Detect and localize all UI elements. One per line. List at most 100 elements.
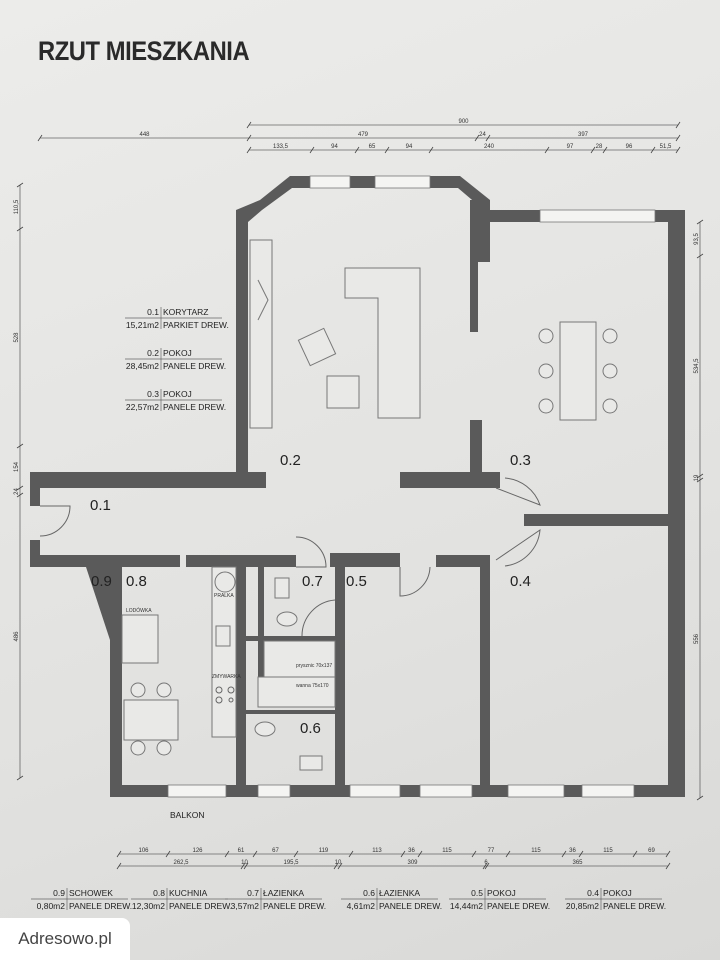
wall: [30, 555, 180, 567]
legend-floor-type: PANELE DREW.: [603, 901, 666, 911]
dimension-tick: [246, 134, 252, 142]
dimension-label: 119: [319, 848, 329, 854]
legend-room-name: POKOJ: [163, 348, 192, 358]
door-swing: [495, 528, 541, 567]
coffee-table: [326, 375, 360, 409]
dimension-label: 365: [572, 860, 583, 866]
window: [257, 784, 291, 798]
dimension-label: 534,5: [694, 358, 700, 374]
dimension-label: 51,5: [660, 144, 672, 150]
dimension-label: 309: [407, 860, 418, 866]
dimension-tick: [243, 862, 249, 870]
dimension-label: 110,5: [14, 199, 20, 214]
dimension-tick: [590, 146, 596, 154]
dimension-label: 154: [14, 461, 20, 472]
dimension-tick: [471, 850, 477, 858]
dimension-tick: [16, 775, 24, 781]
dimension-tick: [696, 795, 704, 801]
dimension-label: 528: [14, 332, 20, 343]
door-swing: [495, 477, 541, 506]
room-label: 0.3: [510, 452, 531, 469]
dimension-label: 93,5: [694, 233, 700, 245]
window: [419, 784, 473, 798]
dimension-label: 6: [484, 860, 488, 866]
legend-room-number: 0.4: [587, 888, 599, 898]
dimension-label: 115: [442, 848, 452, 854]
dimension-label: 77: [488, 848, 495, 854]
dimension-tick: [16, 492, 24, 498]
dimension-label: 115: [531, 848, 541, 854]
dimension-tick: [165, 850, 171, 858]
wall: [236, 210, 248, 488]
wall: [246, 636, 336, 641]
legend-floor-type: PANELE DREW.: [163, 402, 226, 412]
dimension-label: 24: [14, 488, 20, 495]
wall: [30, 540, 40, 565]
washer: [214, 571, 236, 593]
dimension-tick: [400, 850, 406, 858]
legend-room-number: 0.1: [147, 307, 159, 317]
room-label: 0.9: [91, 573, 112, 590]
dimension-tick: [665, 850, 671, 858]
wall: [668, 210, 685, 797]
wall: [335, 567, 345, 797]
legend-room-area: 4,61m2: [347, 901, 376, 911]
kitchen-chairs: [130, 682, 172, 756]
dimension-label: 900: [458, 119, 469, 125]
dimension-tick: [650, 146, 656, 154]
wall: [470, 262, 478, 332]
wall: [30, 472, 266, 488]
legend-room-name: KUCHNIA: [169, 888, 208, 898]
legend-floor-type: PANELE DREW.: [69, 901, 132, 911]
dimension-tick: [696, 253, 704, 259]
legend-room-area: 12,30m2: [132, 901, 165, 911]
legend-room-area: 28,45m2: [126, 361, 159, 371]
dimension-label: 556: [694, 633, 700, 644]
dimension-label: 36: [569, 848, 576, 854]
dimension-label: 36: [408, 848, 415, 854]
dimension-label: 94: [406, 144, 413, 150]
legend-floor-type: PANELE DREW.: [163, 361, 226, 371]
shower-label: prysznic 70x137: [296, 663, 332, 669]
legend-room-number: 0.7: [247, 888, 259, 898]
dimension-label: 195,5: [283, 860, 299, 866]
legend-floor-type: PARKIET DREW.: [163, 320, 229, 330]
dimension-tick: [696, 473, 704, 479]
dimension-tick: [474, 134, 480, 142]
dimension-label: 126: [192, 848, 203, 854]
dimension-tick: [665, 862, 671, 870]
wall: [186, 555, 296, 567]
shower: [263, 640, 336, 678]
legend-room-name: POKOJ: [487, 888, 516, 898]
room-label: 0.8: [126, 573, 147, 590]
dimension-label: 28: [596, 144, 603, 150]
window: [507, 784, 565, 798]
wall: [246, 710, 336, 714]
legend-room-area: 20,85m2: [566, 901, 599, 911]
furniture: [121, 239, 618, 771]
wall: [470, 420, 482, 488]
dimension-tick: [696, 477, 704, 483]
watermark: Adresowo.pl: [0, 918, 130, 960]
legend-room-number: 0.2: [147, 348, 159, 358]
legend-room-area: 14,44m2: [450, 901, 483, 911]
room-label: 0.5: [346, 573, 367, 590]
bay-window: [374, 175, 431, 189]
dimension-label: 486: [14, 631, 20, 642]
balcony-label: BALKON: [170, 810, 205, 820]
legend-room-number: 0.5: [471, 888, 483, 898]
dimension-tick: [116, 850, 122, 858]
dimension-label: 240: [484, 144, 495, 150]
legend-room-name: KORYTARZ: [163, 307, 209, 317]
room-label: 0.4: [510, 573, 531, 590]
dimension-tick: [428, 146, 434, 154]
legend-room-number: 0.3: [147, 389, 159, 399]
